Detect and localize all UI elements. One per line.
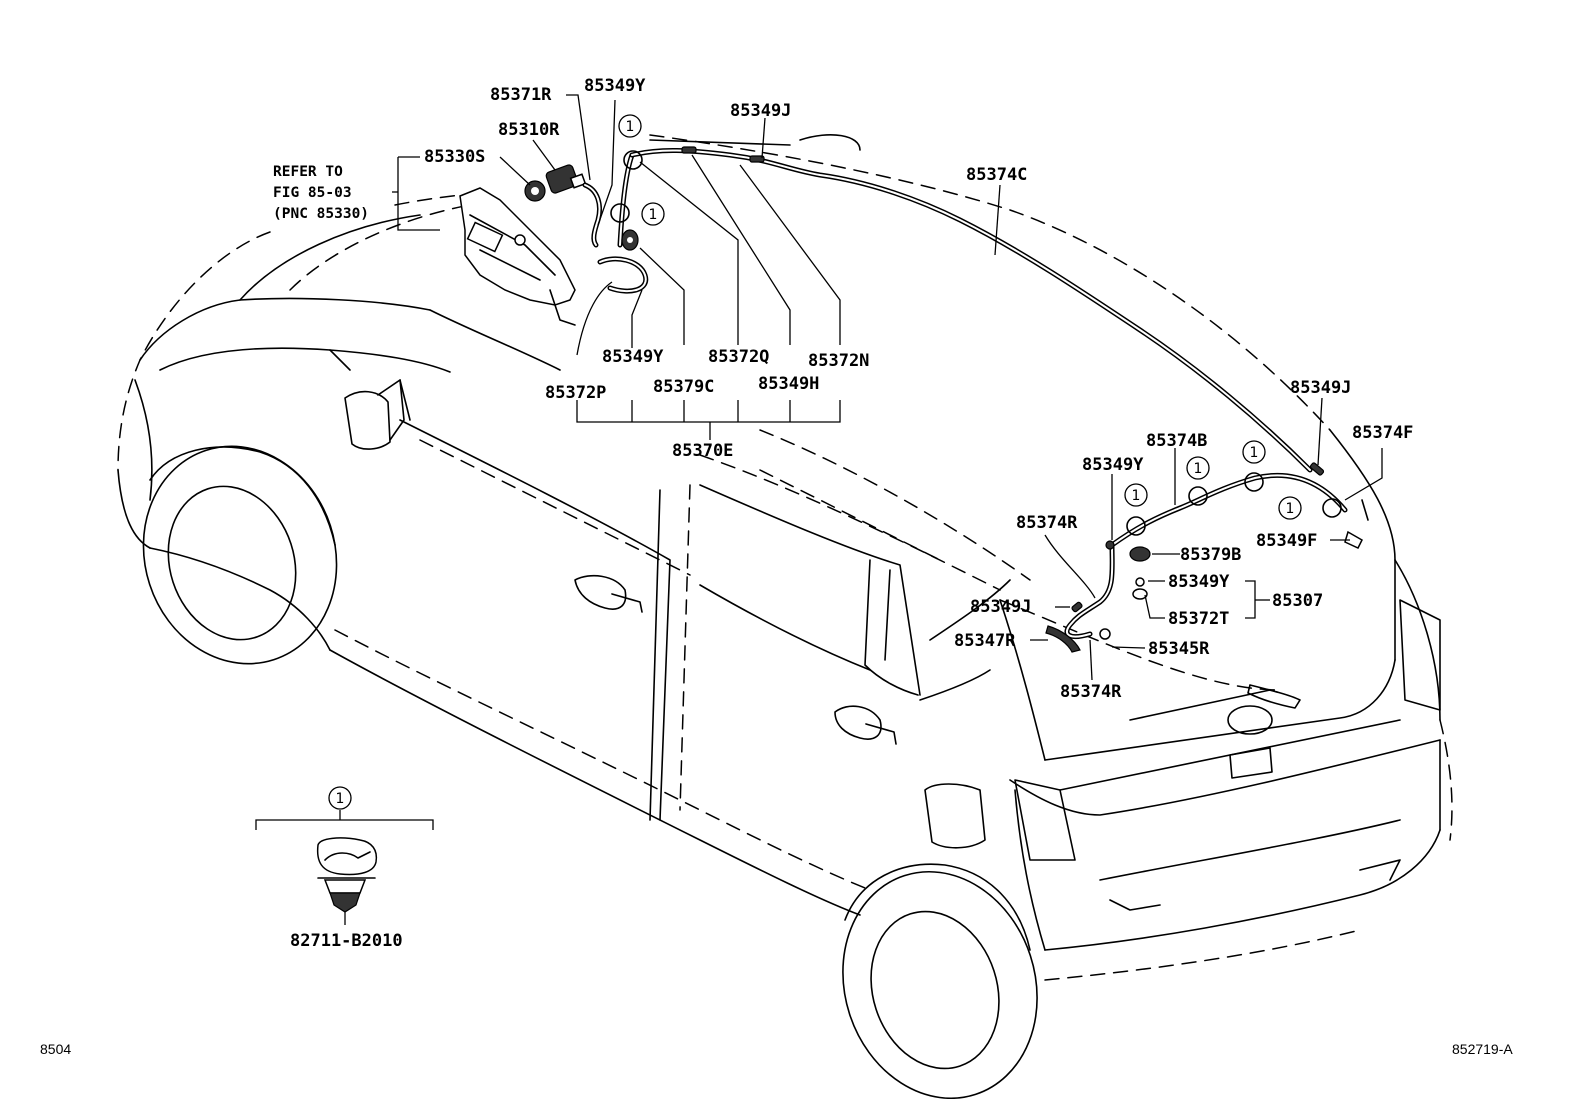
label-85349Y-mid: 85349Y [602,347,664,367]
leader-lines [255,94,1383,925]
footer-section-code: 8504 [40,1041,71,1057]
label-85349H: 85349H [758,374,819,394]
label-85349Y-top: 85349Y [584,76,646,96]
svg-text:1: 1 [336,791,345,807]
label-85349F: 85349F [1256,531,1317,551]
svg-text:1: 1 [1286,501,1295,517]
label-85379B: 85379B [1180,545,1241,565]
label-85372P: 85372P [545,383,606,403]
label-85374F: 85374F [1352,423,1413,443]
svg-text:1: 1 [626,119,635,135]
svg-text:1: 1 [1250,445,1259,461]
svg-text:1: 1 [1194,461,1203,477]
clamp-callout-mark: 1 [1124,483,1148,507]
clamp-callout-marks: 1 1 1 1 1 1 1 [328,114,1342,810]
footer-figure-id: 852719-A [1452,1041,1513,1057]
refer-note-line2: FIG 85-03 [273,185,352,201]
svg-text:1: 1 [1132,488,1141,504]
label-85310R: 85310R [498,120,560,140]
label-85349J-top: 85349J [730,101,791,121]
clamp-callout-mark: 1 [641,202,665,226]
label-85345R: 85345R [1148,639,1210,659]
label-85330S: 85330S [424,147,485,167]
svg-text:1: 1 [649,207,658,223]
clamp-callout-mark: 1 [1278,496,1302,520]
washer-pump [524,164,587,202]
label-85374B: 85374B [1146,431,1207,451]
clamp-callout-mark: 1 [618,114,642,138]
label-85349Y-rear: 85349Y [1168,572,1230,592]
label-85307: 85307 [1272,591,1323,611]
clamp-callout-mark: 1 [1242,440,1266,464]
label-85349J-right: 85349J [1290,378,1351,398]
label-85374R-upper: 85374R [1016,513,1078,533]
car-body-outline [117,134,1453,1099]
washer-tank [459,187,576,326]
label-85347R: 85347R [954,631,1016,651]
clamp-callout-mark: 1 [328,786,352,810]
clamp-callout-mark: 1 [1186,456,1210,480]
washer-hoses [582,146,1369,653]
label-85379C: 85379C [653,377,714,397]
label-85374C: 85374C [966,165,1027,185]
label-85371R: 85371R [490,85,552,105]
label-85374R-lower: 85374R [1060,682,1122,702]
refer-note-line1: REFER TO [273,164,343,180]
label-85370E: 85370E [672,441,733,461]
clip-inset [316,837,378,913]
label-82711-B2010: 82711-B2010 [290,931,403,951]
part-labels: 85371R 85349Y 85310R 85330S REFER TO FIG… [273,76,1413,951]
label-85372Q: 85372Q [708,347,769,367]
label-85372N: 85372N [808,351,869,371]
refer-note-line3: (PNC 85330) [273,206,369,222]
label-85349Y-right: 85349Y [1082,455,1144,475]
label-85349J-rear: 85349J [970,597,1031,617]
label-85372T: 85372T [1168,609,1229,629]
